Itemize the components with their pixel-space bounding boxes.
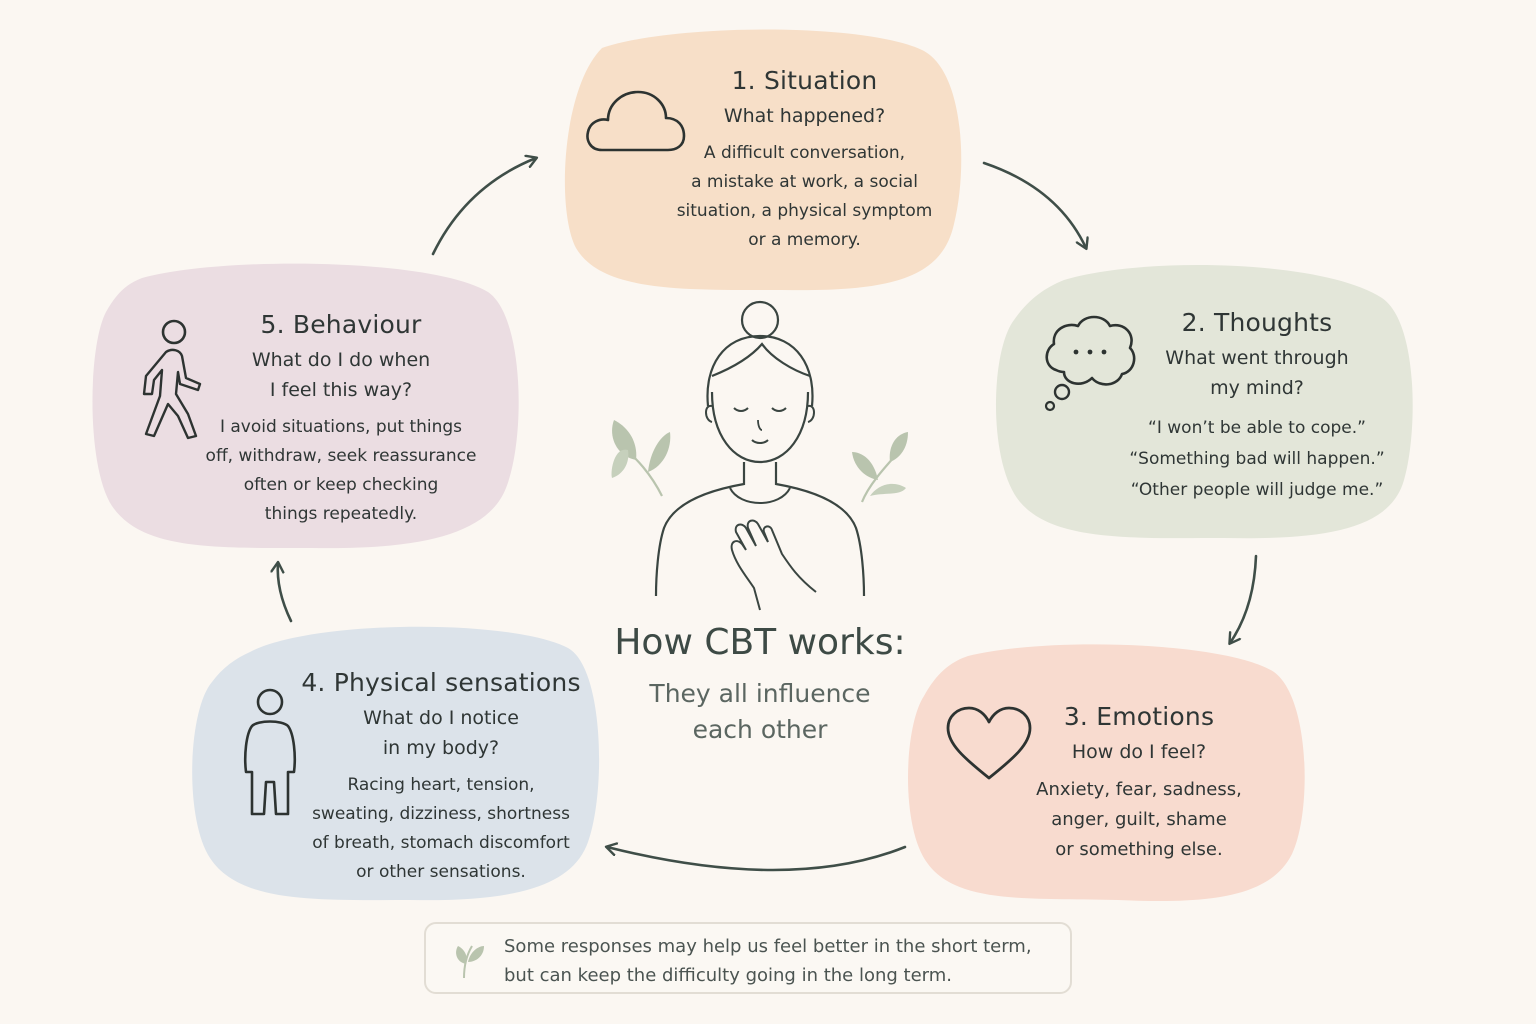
thoughts-shape (995, 265, 1413, 539)
physical-title: 4. Physical sensations (301, 668, 581, 697)
arrow-emotions-to-physical (607, 847, 907, 872)
leaf-icon (456, 945, 484, 979)
thoughts-examples: “I won’t be able to cope.” “Something ba… (1129, 418, 1385, 500)
behaviour-question: What do I do when I feel this way? (251, 349, 431, 401)
thought-bubble-icon (1044, 315, 1136, 412)
walking-person-icon (142, 319, 202, 440)
situation-question: What happened? (723, 105, 886, 127)
physical-card: 4. Physical sensations What do I notice … (190, 622, 602, 904)
physical-examples: Racing heart, tension, sweating, dizzine… (312, 775, 570, 882)
calm-person-illustration (611, 300, 908, 611)
emotions-examples: Anxiety, fear, sadness, anger, guilt, sh… (1036, 779, 1242, 860)
arrow-thoughts-to-emotions (1230, 554, 1258, 643)
emotions-question: How do I feel? (1071, 741, 1207, 763)
right-leaves-icon (852, 432, 908, 503)
situation-examples: A difficult conversation, a mistake at w… (676, 143, 933, 250)
arrow-situation-to-thoughts (982, 161, 1086, 248)
heart-icon (946, 706, 1032, 780)
emotions-card: 3. Emotions How do I feel? Anxiety, fear… (908, 642, 1306, 904)
cloud-icon (586, 90, 686, 152)
note-box: Some responses may help us feel better i… (424, 922, 1072, 994)
note-text: Some responses may help us feel better i… (504, 936, 1032, 986)
physical-shape (192, 626, 600, 901)
person-outline-icon (243, 688, 297, 816)
behaviour-title: 5. Behaviour (260, 310, 422, 339)
center-title: How CBT works: (614, 622, 906, 663)
behaviour-examples: I avoid situations, put things off, with… (205, 417, 477, 524)
emotions-title: 3. Emotions (1063, 702, 1215, 731)
thoughts-card: 2. Thoughts What went through my mind? “… (994, 262, 1414, 542)
behaviour-card: 5. Behaviour What do I do when I feel th… (92, 262, 522, 550)
thoughts-question: What went through my mind? (1165, 347, 1349, 399)
situation-shape (564, 29, 962, 291)
thoughts-title: 2. Thoughts (1181, 308, 1333, 337)
arrow-physical-to-behaviour (278, 563, 293, 623)
behaviour-shape (92, 263, 519, 549)
situation-card: 1. Situation What happened? A difficult … (562, 28, 962, 294)
arrow-behaviour-to-situation (431, 158, 536, 256)
left-leaves-icon (611, 420, 671, 497)
situation-title: 1. Situation (731, 66, 878, 95)
center-subtitle: They all influence each other (649, 679, 871, 744)
physical-question: What do I notice in my body? (363, 707, 519, 759)
